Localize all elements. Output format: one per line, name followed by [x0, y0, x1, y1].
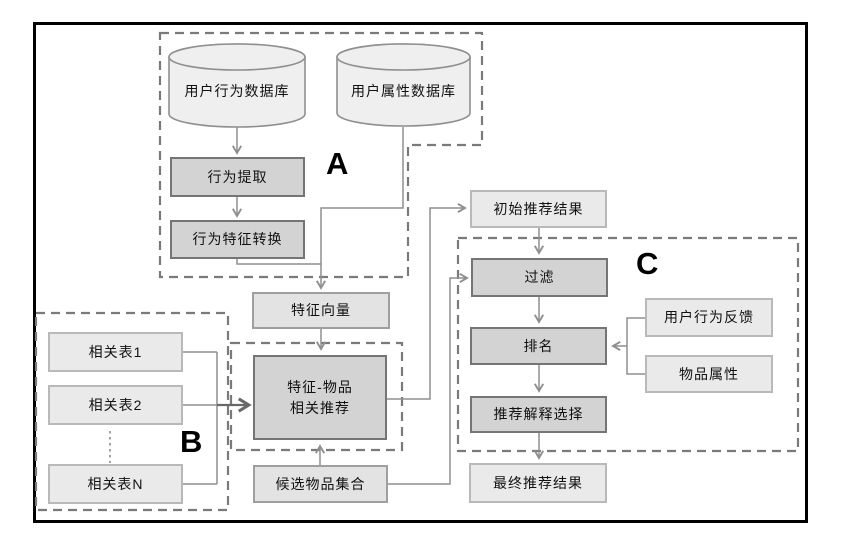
- dashed-box-b: [34, 311, 230, 512]
- feature-item-line2: 相关推荐: [290, 399, 350, 416]
- conn-conversion-join: [236, 259, 321, 265]
- section-b-label: B: [180, 424, 203, 459]
- node-behavior-extraction: 行为提取: [170, 157, 305, 197]
- connectors: [109, 127, 645, 485]
- node-feature-item-recommendation: 特征-物品 相关推荐: [253, 355, 387, 440]
- cylinder-user-attribute-db: [336, 43, 471, 127]
- node-filter: 过滤: [471, 258, 608, 297]
- node-related-table-2: 相关表2: [48, 385, 183, 425]
- node-final-recommendation-result: 最终推荐结果: [469, 463, 607, 503]
- cylinder-user-behavior-db: [168, 43, 306, 128]
- node-candidate-item-set: 候选物品集合: [253, 465, 388, 503]
- conn-candidate-to-filter: [388, 272, 469, 485]
- node-recommendation-explanation-selection: 推荐解释选择: [470, 396, 607, 433]
- user-behavior-db-label: 用户行为数据库: [184, 83, 290, 99]
- node-initial-recommendation-result: 初始推荐结果: [470, 190, 607, 228]
- node-behavior-feature-conversion: 行为特征转换: [170, 220, 305, 259]
- conn-feedback-attributes-join: [626, 317, 645, 375]
- dashed-box-a: [158, 31, 484, 279]
- node-user-behavior-feedback: 用户行为反馈: [645, 298, 773, 337]
- section-c-label: C: [636, 246, 659, 281]
- node-feature-vector: 特征向量: [252, 292, 390, 329]
- conn-db2-to-feature-vector: [315, 127, 404, 290]
- node-related-table-1: 相关表1: [48, 332, 183, 372]
- user-attribute-db-label: 用户属性数据库: [351, 83, 456, 99]
- node-ranking: 排名: [470, 327, 607, 365]
- node-item-attributes: 物品属性: [645, 355, 773, 393]
- node-related-table-n: 相关表N: [48, 464, 183, 504]
- dashed-box-c: [456, 236, 800, 453]
- feature-item-line1: 特征-物品: [287, 378, 353, 395]
- section-a-label: A: [326, 146, 349, 181]
- conn-feature-item-to-initial: [387, 202, 467, 400]
